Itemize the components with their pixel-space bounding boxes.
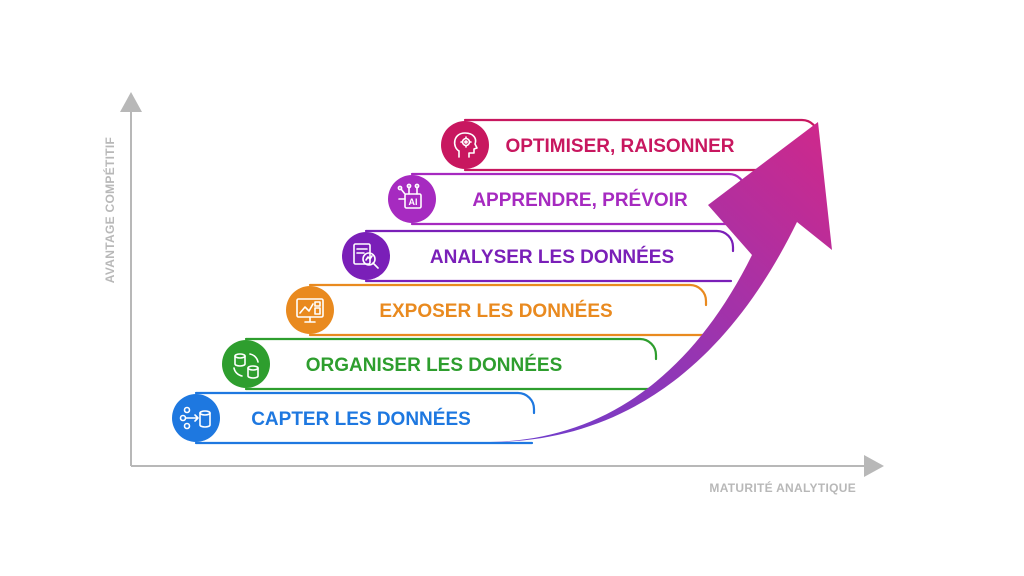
step-background — [246, 340, 654, 388]
step-label: CAPTER LES DONNÉES — [251, 408, 471, 430]
step-background — [366, 232, 731, 280]
step-label: ANALYSER LES DONNÉES — [430, 246, 674, 268]
step-background — [465, 121, 816, 169]
growth-arrow — [490, 122, 832, 442]
step-outline — [308, 283, 708, 337]
step-outline — [194, 391, 536, 445]
axes: AVANTAGE COMPÉTITIF MATURITÉ ANALYTIQUE — [102, 92, 884, 495]
step-outline — [364, 229, 735, 283]
step-background — [412, 175, 743, 223]
step-5: AI APPRENDRE, PRÉVOIR — [388, 172, 747, 226]
x-axis-label: MATURITÉ ANALYTIQUE — [709, 480, 856, 495]
step-background — [196, 394, 532, 442]
analysis-magnifier-icon — [353, 243, 379, 269]
step-2: ORGANISER LES DONNÉES — [222, 337, 658, 391]
steps: CAPTER LES DONNÉES ORGANISER LES DONNÉES E… — [172, 118, 820, 445]
step-6: OPTIMISER, RAISONNER — [441, 118, 820, 172]
step-background — [310, 286, 704, 334]
x-axis-arrowhead — [864, 455, 884, 477]
y-axis-label: AVANTAGE COMPÉTITIF — [102, 137, 117, 283]
brain-gear-icon — [453, 132, 478, 158]
ai-chip-icon: AI — [397, 183, 422, 209]
svg-text:AI: AI — [409, 197, 418, 207]
database-sync-icon — [233, 353, 259, 379]
step-1: CAPTER LES DONNÉES — [172, 391, 536, 445]
step-label: APPRENDRE, PRÉVOIR — [472, 189, 688, 211]
step-4: ANALYSER LES DONNÉES — [342, 229, 735, 283]
step-icon-badge — [342, 232, 390, 280]
y-axis-arrowhead — [120, 92, 142, 112]
dashboard-icon — [296, 298, 324, 323]
step-label: EXPOSER LES DONNÉES — [379, 300, 612, 322]
data-flow-icon — [179, 406, 211, 430]
step-outline — [244, 337, 658, 391]
step-icon-badge — [222, 340, 270, 388]
step-3: EXPOSER LES DONNÉES — [286, 283, 708, 337]
step-label: ORGANISER LES DONNÉES — [306, 354, 563, 376]
step-label: OPTIMISER, RAISONNER — [505, 136, 734, 157]
